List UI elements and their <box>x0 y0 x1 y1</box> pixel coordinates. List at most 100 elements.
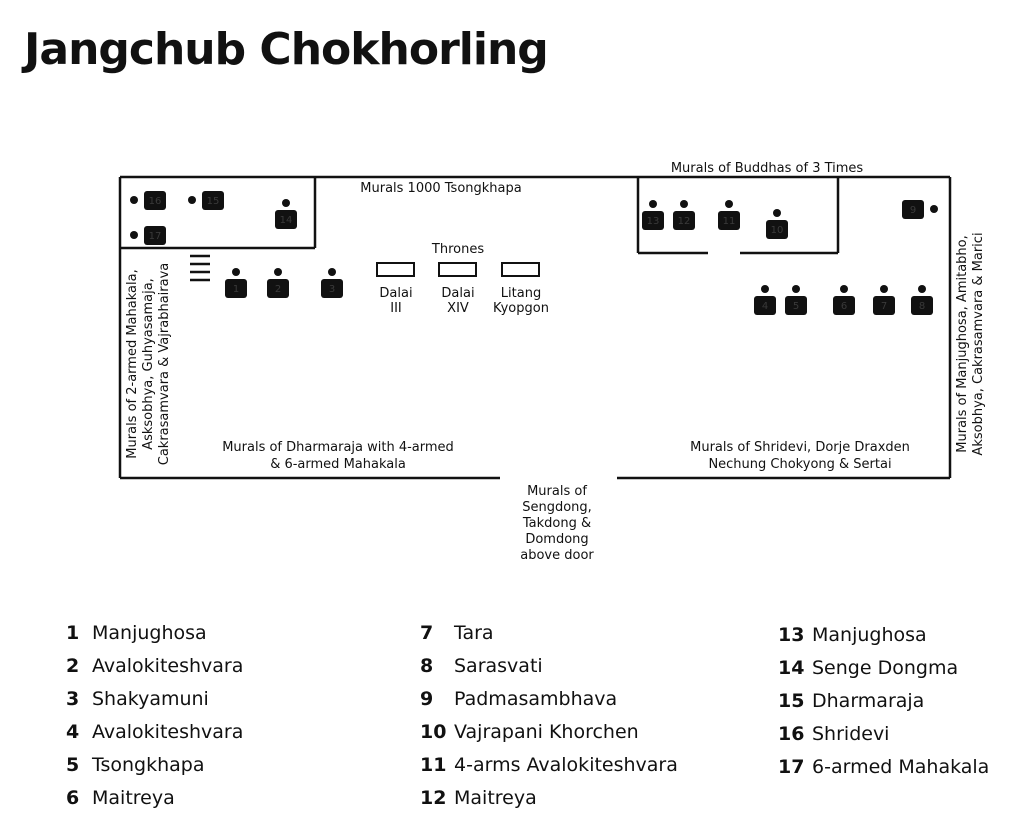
statue-number: 17 <box>149 231 162 242</box>
statue-marker-dot <box>880 285 888 293</box>
statue-4: 4 <box>754 285 776 315</box>
page-title: Jangchub Chokhorling <box>24 24 549 75</box>
legend-name: Shakyamuni <box>92 688 209 710</box>
statue-block <box>902 200 924 219</box>
statue-number: 3 <box>329 284 335 295</box>
legend-number: 16 <box>778 723 805 745</box>
statue-10: 10 <box>766 209 788 239</box>
walls <box>118 175 952 480</box>
statue-block <box>642 211 664 230</box>
svg-text:Cakrasamvara & Vajrabhairava: Cakrasamvara & Vajrabhairava <box>157 263 172 465</box>
legend-name: Manjughosa <box>92 622 207 644</box>
statue-marker-dot <box>773 209 781 217</box>
statue-block <box>144 191 166 210</box>
thrones <box>376 262 540 277</box>
legend-number: 14 <box>778 657 805 679</box>
legend-number: 3 <box>66 688 80 710</box>
statue-3: 3 <box>321 268 343 298</box>
label-dalai-iii-2: III <box>390 301 402 316</box>
statue-block <box>321 279 343 298</box>
statue-17: 17 <box>130 226 166 245</box>
legend-number: 9 <box>420 688 434 710</box>
label-door-1: Murals of <box>527 484 587 499</box>
legend-name: Vajrapani Khorchen <box>454 721 639 743</box>
statue-block <box>911 296 933 315</box>
statue-marker-dot <box>274 268 282 276</box>
statue-block <box>673 211 695 230</box>
statue-marker-dot <box>232 268 240 276</box>
statue-block <box>202 191 224 210</box>
statue-number: 6 <box>841 301 847 312</box>
legend-item: 5 Tsongkhapa <box>66 749 243 782</box>
statue-number: 1 <box>233 284 239 295</box>
legend-name: Tsongkhapa <box>92 754 205 776</box>
statue-block <box>766 220 788 239</box>
legend-number: 1 <box>66 622 80 644</box>
legend-item: 8 Sarasvati <box>420 650 678 683</box>
statue-marker-dot <box>792 285 800 293</box>
label-bottom-left-1: Murals of Dharmaraja with 4-armed <box>222 440 454 455</box>
legend-name: Senge Dongma <box>812 657 959 679</box>
statue-15: 15 <box>188 191 224 210</box>
legend-item: 1 Manjughosa <box>66 617 243 650</box>
label-dalai-iii-1: Dalai <box>379 286 412 301</box>
statue-marker-dot <box>680 200 688 208</box>
legend-number: 13 <box>778 624 805 646</box>
statue-number: 5 <box>793 301 799 312</box>
statue-marker-dot <box>918 285 926 293</box>
statue-1: 1 <box>225 268 247 298</box>
statue-number: 4 <box>762 301 768 312</box>
legend-number: 6 <box>66 787 80 809</box>
legend-number: 10 <box>420 721 447 743</box>
legend-number: 8 <box>420 655 434 677</box>
legend-number: 5 <box>66 754 80 776</box>
statue-11: 11 <box>718 200 740 230</box>
legend-name: Sarasvati <box>454 655 543 677</box>
statue-block <box>225 279 247 298</box>
statue-16: 16 <box>130 191 166 210</box>
statue-block <box>275 210 297 229</box>
statue-5: 5 <box>785 285 807 315</box>
legend-name: Avalokiteshvara <box>92 655 244 677</box>
label-bottom-right-1: Murals of Shridevi, Dorje Draxden <box>690 440 910 455</box>
statue-14: 14 <box>275 199 297 229</box>
legend-name: 4-arms Avalokiteshvara <box>454 754 678 776</box>
statue-marker-dot <box>930 205 938 213</box>
label-left-wall: Murals of 2-armed Mahakala, Asksobhya, G… <box>125 263 172 465</box>
statue-number: 15 <box>207 196 220 207</box>
svg-text:Aksobhya, Cakrasamvara & Maric: Aksobhya, Cakrasamvara & Marici <box>971 232 986 455</box>
label-bottom-left-2: & 6-armed Mahakala <box>270 457 406 472</box>
legend-number: 4 <box>66 721 80 743</box>
label-litang-1: Litang <box>501 286 541 301</box>
svg-text:Asksobhya, Guhyasamaja,: Asksobhya, Guhyasamaja, <box>141 278 156 450</box>
label-bottom-right-2: Nechung Chokyong & Sertai <box>708 457 891 472</box>
legend-item: 3 Shakyamuni <box>66 683 243 716</box>
label-buddhas-3-times: Murals of Buddhas of 3 Times <box>671 161 864 176</box>
throne-dalai-iii <box>376 262 415 277</box>
statue-block <box>785 296 807 315</box>
legend-name: Padmasambhava <box>454 688 618 710</box>
statue-block <box>873 296 895 315</box>
legend-name: 6-armed Mahakala <box>812 756 990 778</box>
statue-block <box>754 296 776 315</box>
label-1000-tsongkhapa: Murals 1000 Tsongkhapa <box>360 181 521 196</box>
statue-block <box>144 226 166 245</box>
statue-number: 11 <box>723 216 736 227</box>
statue-marker-dot <box>725 200 733 208</box>
statue-13: 13 <box>642 200 664 230</box>
statue-marker-dot <box>649 200 657 208</box>
legend-item: 14 Senge Dongma <box>778 652 989 685</box>
statue-number: 10 <box>771 225 784 236</box>
statue-number: 8 <box>919 301 925 312</box>
label-dalai-xiv-1: Dalai <box>441 286 474 301</box>
legend-number: 7 <box>420 622 434 644</box>
